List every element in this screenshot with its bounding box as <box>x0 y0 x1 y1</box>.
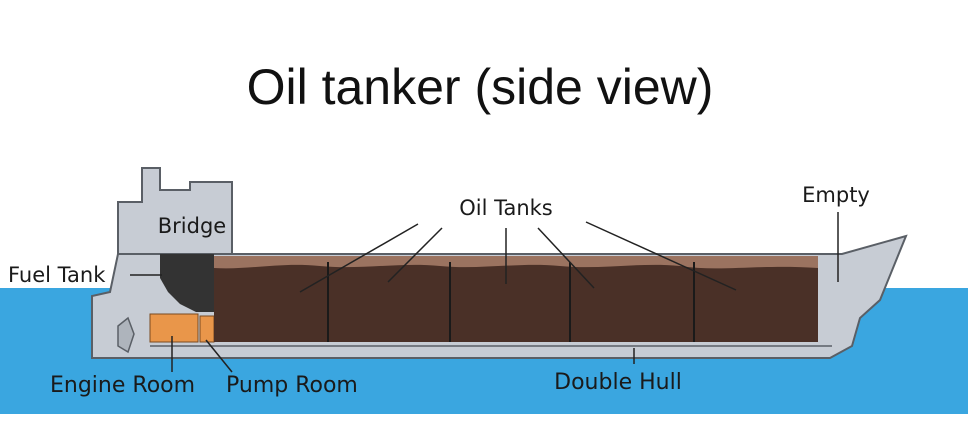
diagram-title: Oil tanker (side view) <box>247 59 714 115</box>
oil-tanks-leaders <box>299 221 737 293</box>
leader-pump-room <box>205 339 233 373</box>
fuel-tank <box>160 254 214 312</box>
label-engine-room: Engine Room <box>50 373 195 398</box>
label-double-hull: Double Hull <box>554 370 682 395</box>
propeller <box>117 316 135 354</box>
leader-oil-tank-5 <box>585 221 737 291</box>
label-oil-tanks: Oil Tanks <box>459 196 553 220</box>
superstructure <box>117 167 233 255</box>
leader-oil-tank-2 <box>387 227 443 283</box>
leader-oil-tank-4 <box>537 227 595 289</box>
label-pump-room: Pump Room <box>226 373 358 398</box>
pump-room <box>199 315 215 343</box>
engine-room <box>149 313 199 343</box>
leader-oil-tank-1 <box>299 223 419 293</box>
label-bridge: Bridge <box>158 214 226 238</box>
label-empty: Empty <box>802 183 870 207</box>
label-fuel-tank: Fuel Tank <box>8 263 106 287</box>
oil-tanks-block <box>214 256 818 342</box>
